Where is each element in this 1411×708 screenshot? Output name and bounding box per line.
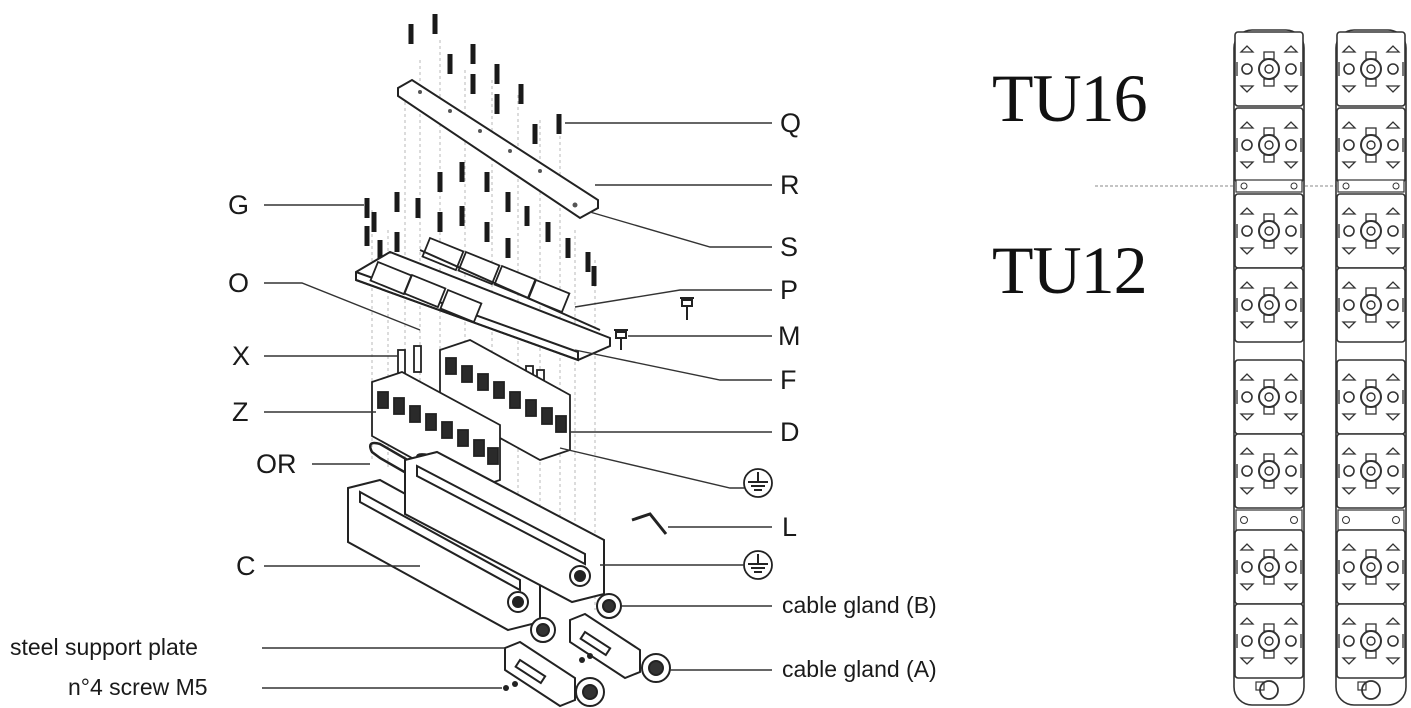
screw-P	[680, 297, 694, 320]
callout-M: M	[778, 321, 801, 351]
terminal-rail-Z	[371, 371, 501, 491]
callout-D: D	[780, 417, 800, 447]
model-label-tu16: TU16	[992, 60, 1148, 136]
callout-G: G	[228, 190, 250, 220]
callout-P: P	[780, 275, 799, 305]
screws-Q	[408, 14, 562, 144]
screws-M5	[503, 653, 593, 691]
callout-S: S	[780, 232, 799, 262]
enclosure-C	[347, 450, 605, 632]
callout-X: X	[232, 341, 251, 371]
leader-lines-left	[262, 204, 505, 689]
cover-plate-R	[397, 78, 599, 220]
terminal-rail-F	[439, 339, 571, 461]
strip-left	[1233, 29, 1305, 706]
model-label-tu12: TU12	[992, 232, 1148, 308]
callout-C: C	[236, 551, 256, 581]
label-cable-gland-b: cable gland (B)	[782, 592, 937, 618]
callout-Z: Z	[232, 397, 249, 427]
callout-Q: Q	[780, 108, 802, 138]
modular-strips-drawing	[1095, 29, 1407, 706]
callout-L: L	[782, 512, 798, 542]
leader-lines-right	[559, 122, 772, 671]
label-steel-support-plate: steel support plate	[10, 634, 198, 660]
strip-right	[1335, 29, 1407, 706]
screw-M	[614, 329, 628, 350]
callout-O: O	[228, 268, 250, 298]
callout-R: R	[780, 170, 800, 200]
steel-support-plates	[504, 612, 641, 708]
hex-key-L	[631, 512, 668, 535]
ground-symbol-icon	[743, 550, 773, 580]
label-screw-m5: n°4 screw M5	[68, 674, 208, 700]
callout-OR: OR	[256, 449, 297, 479]
label-cable-gland-a: cable gland (A)	[782, 656, 937, 682]
ground-symbol-icon	[743, 468, 773, 498]
frame-O	[355, 236, 611, 362]
callout-F: F	[780, 365, 797, 395]
cable-glands	[530, 593, 671, 707]
